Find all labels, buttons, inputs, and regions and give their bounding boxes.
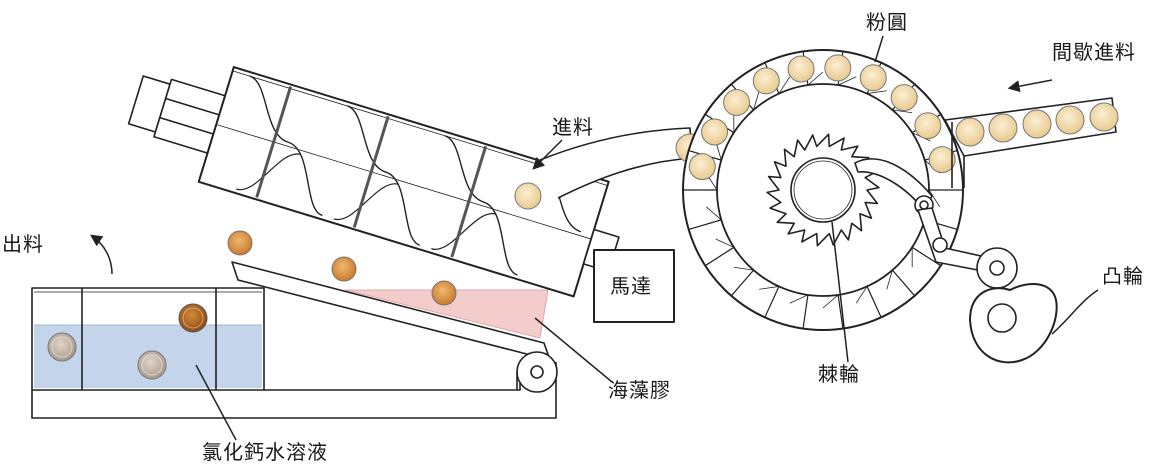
drum-divider <box>866 286 882 318</box>
label-motor: 馬達 <box>610 274 652 298</box>
alginate-region <box>344 289 549 339</box>
drum-pocket-edge <box>705 206 722 221</box>
drum-divider <box>837 294 844 329</box>
drum-divider <box>688 219 722 231</box>
drum-pocket-edge <box>928 189 941 208</box>
drum-divider <box>730 269 755 297</box>
drum-pocket-edge <box>886 269 893 290</box>
drum-pocket-edge <box>789 294 809 304</box>
label-ratchet-wheel: 棘輪 <box>818 362 860 386</box>
drum-pocket-edge <box>778 76 791 94</box>
drum-pocket-edge <box>822 294 839 309</box>
drum-pocket-edge <box>866 90 887 94</box>
drum-pearl <box>688 153 716 181</box>
drum-pocket-edge <box>715 238 734 248</box>
drum-pearl <box>752 67 780 95</box>
label-cam: 凸輪 <box>1102 264 1144 288</box>
annotation-arrows <box>90 35 1099 441</box>
drum-pocket-edge <box>759 286 780 290</box>
label-outlet: 出料 <box>2 232 44 256</box>
drum-pearl <box>723 88 751 116</box>
solution-pearls <box>47 303 208 380</box>
drum-assembly <box>682 49 1018 331</box>
drum-pearl <box>824 54 852 82</box>
rail-pearls <box>955 102 1119 147</box>
label-inlet: 進料 <box>552 115 594 139</box>
drum-divider <box>704 246 735 267</box>
feed-chute <box>539 127 693 199</box>
drum-pearl <box>787 55 815 83</box>
drum-divider <box>764 286 780 318</box>
drum-pocket-edge <box>733 266 754 271</box>
motor-box <box>593 249 675 323</box>
drum-pearl <box>914 112 942 140</box>
drum-pocket-edge <box>892 109 913 114</box>
label-alginate: 海藻膠 <box>608 378 671 402</box>
label-calcium-chloride-solution: 氯化鈣水溶液 <box>202 440 328 464</box>
label-tapioca-balls: 粉圓 <box>866 10 908 34</box>
drum-pocket-edge <box>855 286 868 304</box>
drum-pearl <box>859 64 887 92</box>
drum-pocket-edge <box>807 71 824 86</box>
drum-pearl <box>890 84 918 112</box>
drum-pocket-edge <box>837 76 857 86</box>
drum-divider <box>802 294 809 329</box>
drum-pearl <box>928 146 956 174</box>
drum-pearl <box>701 118 729 146</box>
label-intermittent-feed: 間歇進料 <box>1052 40 1136 64</box>
drum-pocket-edge <box>753 90 760 111</box>
base-frame <box>31 261 558 419</box>
drum-divider <box>891 269 916 297</box>
conveyor-pearls <box>227 182 542 306</box>
